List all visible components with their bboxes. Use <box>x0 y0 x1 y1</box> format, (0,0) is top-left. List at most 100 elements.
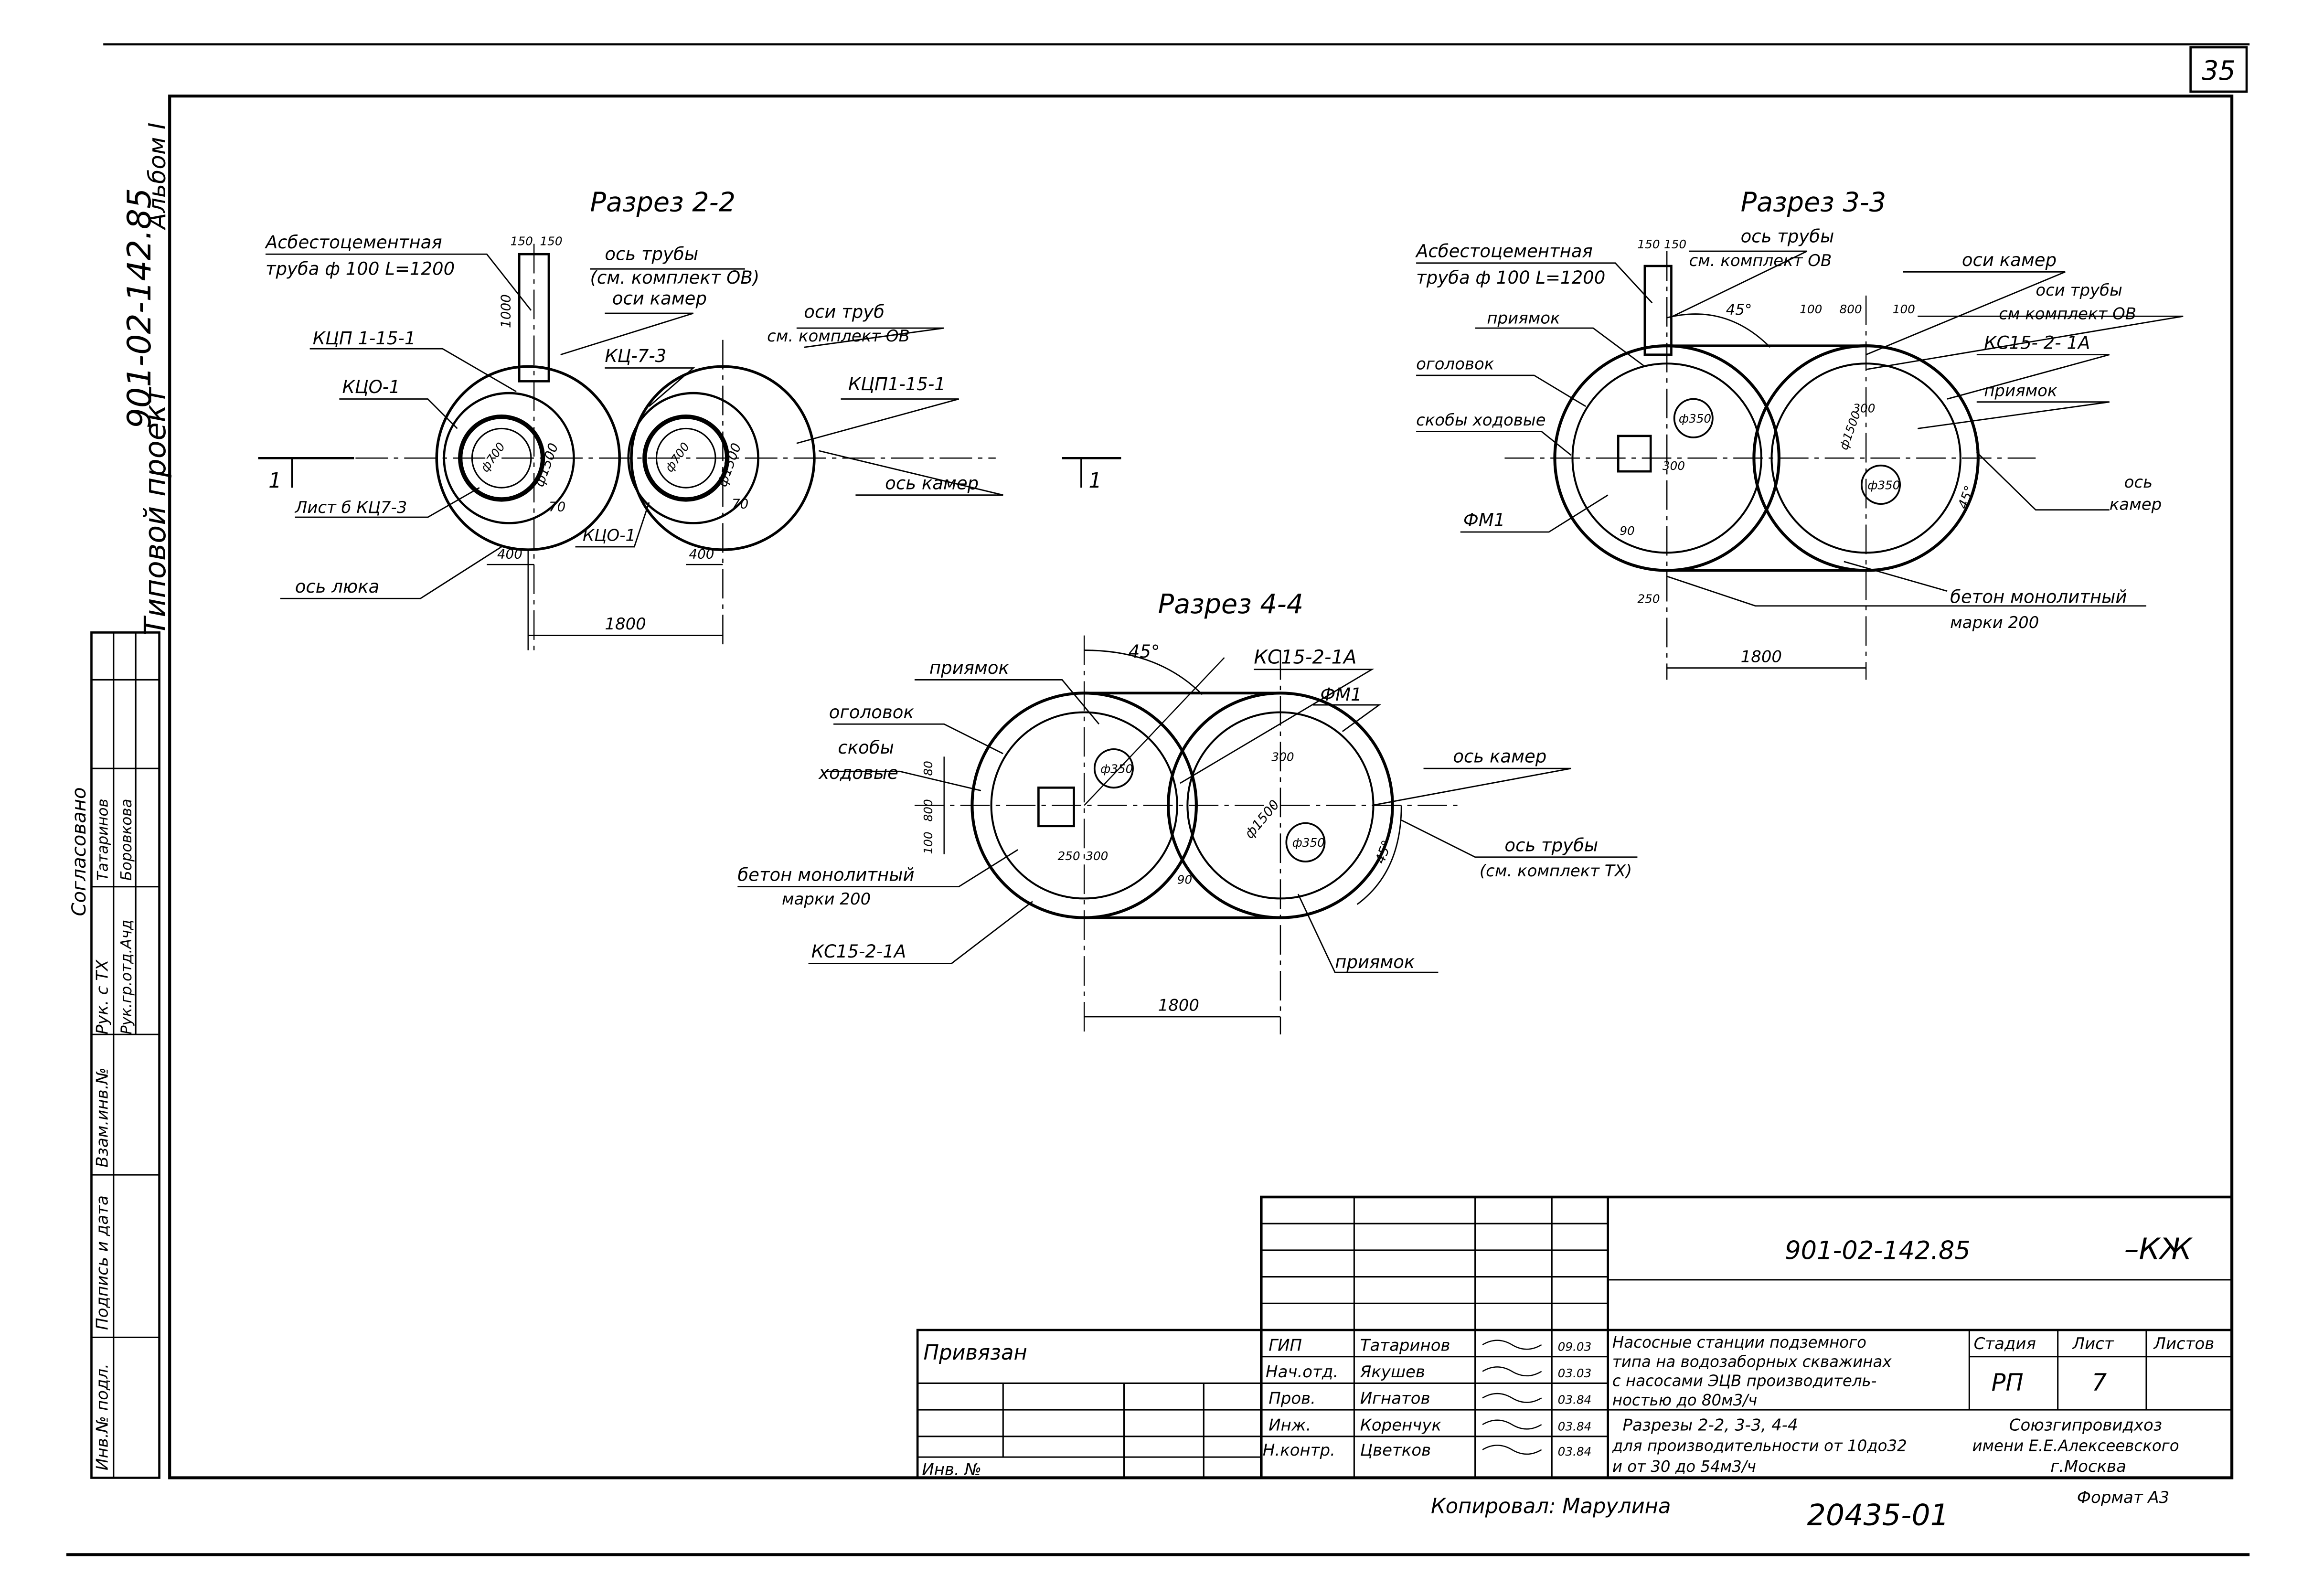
section-3-3-title: Разрез 3-3 <box>1741 187 1887 218</box>
s44-d800: 800 <box>921 799 935 821</box>
chamber-right-ring <box>627 392 759 524</box>
s44-pit-left <box>1093 748 1134 789</box>
side-project-type: Типовой проект <box>138 386 172 636</box>
tb-staff-name-2: Якушев <box>1360 1362 1425 1382</box>
tb-staff-role-4: Инж. <box>1268 1415 1311 1435</box>
tb-org-line2: имени Е.Е.Алексеевского <box>1972 1437 2179 1455</box>
tb-staff-date-3: 03.84 <box>1558 1393 1592 1407</box>
s22-d1800: 1800 <box>605 615 646 634</box>
section-2-2-title: Разрез 2-2 <box>590 187 735 218</box>
s22-chamber-axis: ось камер <box>885 473 979 493</box>
s33-fm1: ФМ1 <box>1463 510 1505 531</box>
agreed-name-2: Боровкова <box>118 799 135 881</box>
s22-chamber-axes: оси камер <box>612 288 707 309</box>
vzam-inv-label: Взам.инв.№ <box>93 1067 112 1167</box>
s44-pit-top: приямок <box>929 658 1010 678</box>
agreed-role-2: Рук.гр.отд.Ачд <box>118 920 135 1034</box>
s22-pipe-axes-line2: см. комплект ОВ <box>767 327 910 346</box>
s22-dim-150a: 150 <box>511 234 533 248</box>
tb-privyazan: Привязан <box>923 1341 1027 1365</box>
sign-date-label: Подпись и дата <box>93 1195 112 1330</box>
tb-staff-role-1: ГИП <box>1268 1336 1302 1355</box>
s44-chamber-axis: ось камер <box>1453 746 1546 767</box>
s22-kco-left: КЦО-1 <box>342 377 400 397</box>
section-4-4-title: Разрез 4-4 <box>1158 589 1304 620</box>
s22-d400-left: 400 <box>497 546 522 562</box>
s33-chamber-axes: оси камер <box>1962 250 2057 270</box>
agreed-role-1: Рук. с ТХ <box>93 959 112 1034</box>
cut-mark-left: 1 <box>268 469 282 493</box>
title-block: Привязан Инв. № 901-02-142.85 –КЖ ГИП Та… <box>916 1195 2233 1479</box>
s33-d250: 250 <box>1637 592 1660 606</box>
footer: Копировал: Марулина 20435-01 Формат А3 <box>1431 1488 2169 1532</box>
s33-pit-left <box>1673 398 1714 438</box>
s33-chamber-axis-line1: ось <box>2124 473 2153 492</box>
tb-stage-label: Стадия <box>1974 1334 2036 1353</box>
cut-mark-right: 1 <box>1088 469 1102 493</box>
s44-angle-45-top: 45° <box>1129 641 1160 662</box>
s44-pipe-axis-line2: (см. комплект ТХ) <box>1480 862 1632 881</box>
s44-pit-right <box>1285 822 1326 862</box>
tb-staff-date-4: 03.84 <box>1558 1419 1592 1433</box>
s44-d100: 100 <box>921 831 935 854</box>
s44-d250: 250 <box>1058 849 1080 863</box>
tb-staff-role-2: Нач.отд. <box>1266 1362 1338 1382</box>
s44-d300-right: 300 <box>1271 750 1294 764</box>
s33-pipe-axis-line2: см. комплект ОВ <box>1689 251 1832 270</box>
tb-desc-line1: Насосные станции подземного <box>1612 1333 1866 1351</box>
tb-inv-no: Инв. № <box>922 1460 981 1479</box>
s33-d300-right: 300 <box>1853 401 1875 415</box>
tb-staff-name-5: Цветков <box>1360 1441 1431 1460</box>
s44-steps-line1: скобы <box>838 737 894 758</box>
s33-hatch <box>1617 435 1652 473</box>
s22-kc73: КЦ-7-3 <box>605 346 666 366</box>
s22-kcp-left: КЦП 1-15-1 <box>313 328 416 349</box>
s44-hatch <box>1037 787 1075 828</box>
s44-fm1: ФМ1 <box>1320 684 1362 705</box>
s22-d70-right: 70 <box>732 496 748 511</box>
s44-ogolovok: оголовок <box>829 702 915 723</box>
s22-pipe-line2: труба ф 100 L=1200 <box>266 259 455 279</box>
tb-sheet-title-3: и от 30 до 54м3/ч <box>1612 1458 1756 1476</box>
s33-dim-100b: 100 <box>1893 302 1915 316</box>
s33-d1800: 1800 <box>1741 647 1782 666</box>
s33-d300-left: 300 <box>1663 459 1685 473</box>
s44-chamber-left-inner <box>990 711 1178 900</box>
s33-asbestos-pipe <box>1643 265 1673 356</box>
tb-staff-role-3: Пров. <box>1268 1389 1316 1408</box>
agreed-name-1: Татаринов <box>94 798 111 881</box>
s33-pit-left-label: приямок <box>1487 309 1560 328</box>
tb-stage-value: РП <box>1992 1369 2024 1396</box>
tb-staff-name-4: Коренчук <box>1360 1415 1442 1435</box>
tb-doc-code: 901-02-142.85 <box>1785 1236 1971 1265</box>
s22-dim-150b: 150 <box>540 234 562 248</box>
tb-sheet-title-1: Разрезы 2-2, 3-3, 4-4 <box>1623 1415 1798 1435</box>
s33-dim-800: 800 <box>1840 302 1862 316</box>
s33-pipe-line1: Асбестоцементная <box>1415 241 1593 261</box>
tb-org-line1: Союзгипровидхоз <box>2009 1415 2162 1435</box>
s33-phi350-left: ф350 <box>1679 412 1711 426</box>
sheet-number-box: 35 <box>2189 46 2248 93</box>
tb-sheet-title-2: для производительности от 10до32 <box>1612 1437 1907 1455</box>
s22-kcp-right: КЦП1-15-1 <box>848 374 946 394</box>
s44-kc15-bottom: КС15-2-1А <box>811 941 906 962</box>
s44-d1800: 1800 <box>1158 996 1199 1015</box>
sheet-number: 35 <box>2202 55 2236 86</box>
s22-pipe-axes-line1: оси труб <box>804 301 885 322</box>
s33-dim-100a: 100 <box>1800 302 1822 316</box>
s33-pipe-line2: труба ф 100 L=1200 <box>1416 267 1605 288</box>
tb-org-line3: г.Москва <box>2050 1457 2126 1476</box>
s33-concrete-line2: марки 200 <box>1950 613 2039 632</box>
section-2-2: Разрез 2-2 1 1 Асб <box>258 187 1121 650</box>
s33-pit-right <box>1861 464 1901 505</box>
tb-doc-suffix: –КЖ <box>2124 1232 2193 1266</box>
tb-staff-date-1: 09.03 <box>1558 1340 1592 1353</box>
side-stamp: 901-02-142.85 Альбом I Типовой проект <box>121 122 172 635</box>
chamber-left-hatch <box>458 414 545 502</box>
s44-d80: 80 <box>921 761 935 776</box>
tb-staff-role-5: Н.контр. <box>1263 1441 1335 1460</box>
tb-desc-line4: ностью до 80м3/ч <box>1612 1391 1757 1409</box>
tb-sheet-label: Лист <box>2072 1334 2114 1353</box>
s22-pipe-axis-line1: ось трубы <box>605 244 698 265</box>
